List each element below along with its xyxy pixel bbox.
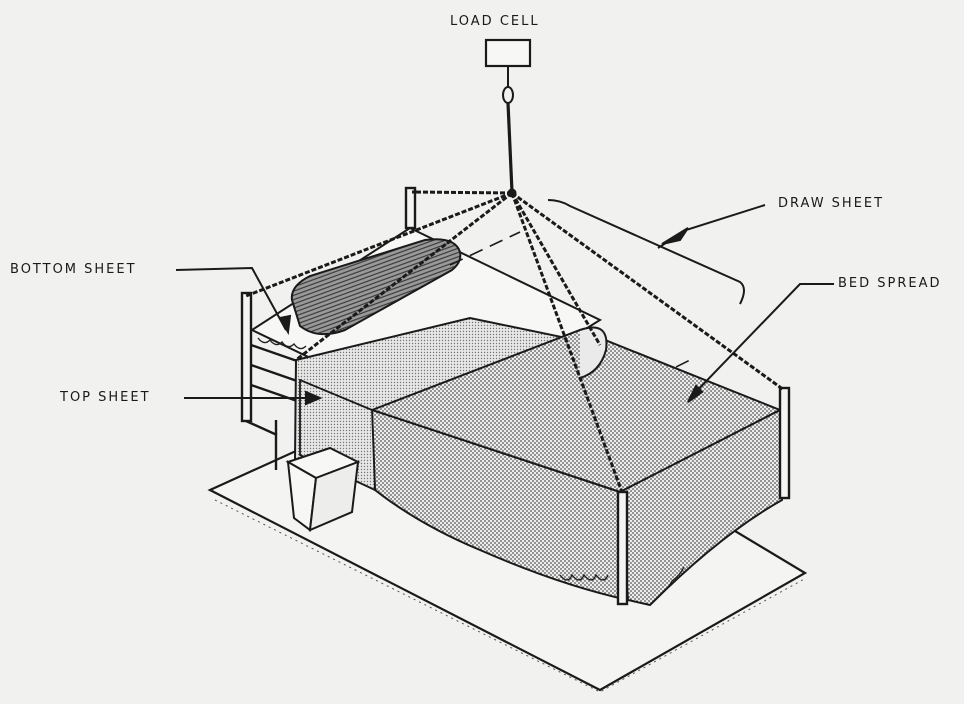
foot-posts [616,386,791,606]
hook-ring [502,86,514,104]
label-load-cell: LOAD CELL [450,14,540,29]
wastebasket [285,446,361,532]
label-draw-sheet: DRAW SHEET [778,196,885,211]
bed-spread-leader [687,283,834,403]
bottom-sheet-leader [175,266,292,336]
pillow [290,238,462,336]
label-bottom-sheet: BOTTOM SHEET [10,262,137,277]
suspension-chains [245,190,785,493]
load-cell-box [484,38,532,68]
label-top-sheet: TOP SHEET [60,390,151,405]
headboard [240,186,417,470]
top-sheet-leader [184,390,323,406]
label-bed-spread: BED SPREAD [838,276,942,291]
load-cell-assembly [484,38,532,198]
draw-sheet-leader [547,199,766,305]
